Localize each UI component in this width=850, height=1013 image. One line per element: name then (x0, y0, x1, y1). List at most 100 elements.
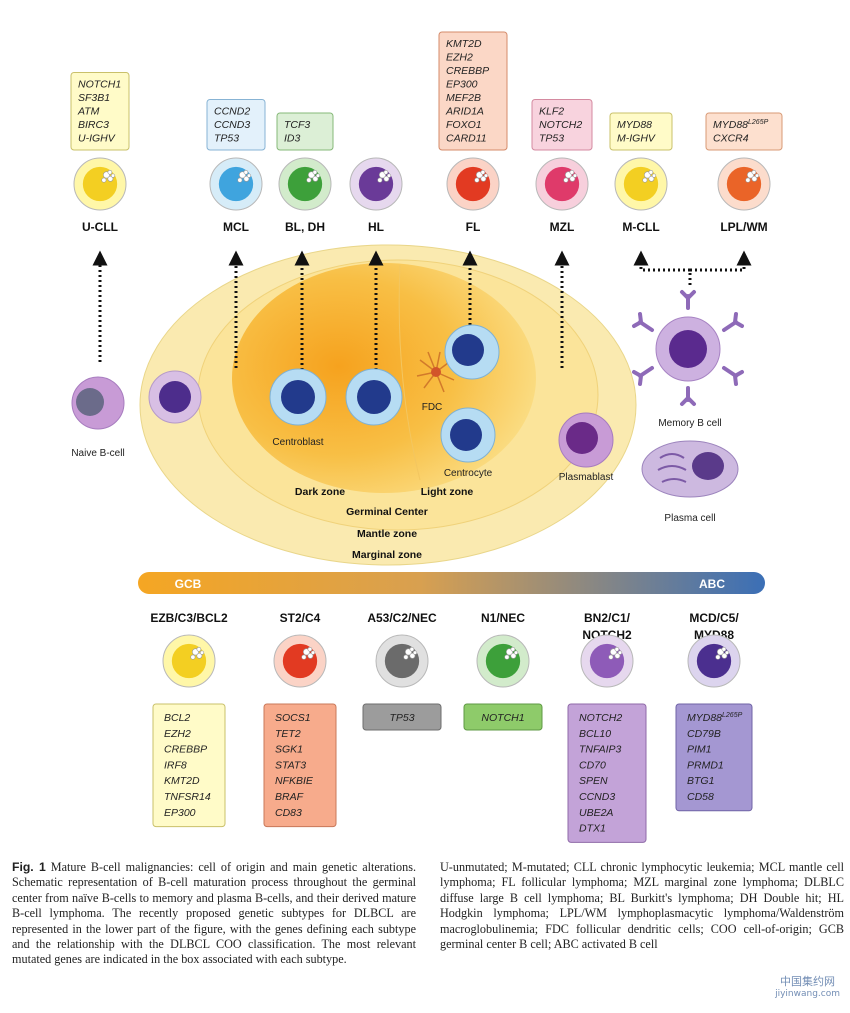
mcll-gene-box (609, 112, 673, 151)
plasma-cell: Plasma cell (641, 440, 739, 524)
mantle-zone-label: Mantle zone (357, 528, 417, 540)
bn2-cell-granule (614, 652, 621, 659)
figure-canvas: NOTCH1SF3B1ATMBIRC3U-IGHVU-CLLCCND2CCND3… (70, 31, 783, 843)
mcd-gene: PRMD1 (687, 759, 724, 771)
fl-gene: FOXO1 (446, 119, 482, 131)
st2-gene: BRAF (275, 791, 304, 803)
mcd-cell-granule (721, 652, 728, 659)
fl-cell-granule (480, 175, 487, 182)
mcd-gene: BTG1 (687, 775, 714, 787)
bn2-cell-granule (608, 654, 614, 660)
bldh-gene-box (276, 112, 334, 151)
maturation-cells: Naive B-cell Centroblast FDC (71, 290, 744, 524)
maturation-arrows (92, 250, 752, 370)
bldh-cell-granule (315, 173, 321, 178)
mzl-gene: NOTCH2 (539, 119, 582, 131)
st2-gene-box (263, 703, 337, 828)
st2-cell-granule (310, 650, 316, 655)
ucll-label: U-CLL (82, 220, 118, 234)
plasmablast-label: Plasmablast (559, 472, 614, 483)
mcl-label: MCL (223, 220, 249, 234)
bn2-gene: UBE2A (579, 807, 613, 819)
st2-gene: SOCS1 (275, 712, 311, 724)
ucll-gene: U-IGHV (78, 133, 116, 145)
bn2-gene: CD70 (579, 759, 606, 771)
ucll-gene: ATM (77, 106, 100, 118)
ucll-gene: BIRC3 (78, 119, 109, 131)
centroblast-cell: Centroblast (269, 368, 327, 448)
lplwm-label: LPL/WM (720, 220, 767, 234)
mcll-label: M-CLL (622, 220, 659, 234)
bn2-gene: SPEN (579, 775, 608, 787)
hl-cell-granule (386, 173, 392, 178)
fl-gene: CARD11 (446, 133, 487, 145)
light-zone-cell (444, 324, 500, 380)
lplwm-superscript: L265P (748, 119, 769, 126)
ezb-gene: TNFSR14 (164, 791, 211, 803)
n1-cell-granule (504, 654, 510, 660)
a53-cell-granule (409, 646, 415, 652)
fdc-cell: FDC (416, 351, 455, 413)
mzl-gene: KLF2 (539, 106, 564, 118)
naive-b-cell-label: Naive B-cell (71, 448, 124, 459)
gcb-label: GCB (175, 577, 202, 591)
mcll-cell-granule (642, 177, 648, 183)
bldh-gene: TCF3 (284, 119, 310, 131)
ezb-cell-granule (199, 650, 205, 655)
caption-right-text: U-unmutated; M-mutated; CLL chronic lymp… (440, 860, 844, 952)
ezb-gene: IRF8 (164, 759, 187, 771)
bn2-gene-box (567, 703, 647, 843)
mcd-superscript: L265P (722, 712, 743, 719)
bn2-gene: NOTCH2 (579, 712, 622, 724)
a53-cell-granule (412, 650, 418, 655)
mcll-gene: M-IGHV (617, 133, 656, 145)
mzl-cell-granule (572, 173, 578, 178)
bn2-gene: BCL10 (579, 728, 611, 740)
mcd-gene: PIM1 (687, 744, 712, 756)
bn2-gene: DTX1 (579, 823, 606, 835)
mcl-cell-granule (243, 175, 250, 182)
centrocyte-label: Centrocyte (444, 468, 493, 479)
mzl-cell-granule (569, 170, 575, 175)
st2-gene: SGK1 (275, 744, 303, 756)
naive-b-cell: Naive B-cell (71, 376, 125, 459)
n1-gene-box (463, 703, 543, 731)
lplwm-gene-box (705, 112, 783, 151)
fl-gene-box (438, 31, 508, 151)
a53-gene: TP53 (389, 712, 414, 724)
subtype-fl: KMT2DEZH2CREBBPEP300MEF2BARID1AFOXO1CARD… (438, 31, 508, 234)
lplwm-cell-granule (745, 177, 751, 183)
hl-cell-granule (383, 170, 389, 175)
mcl-gene-box (206, 99, 266, 151)
mzl-cell-granule (563, 177, 569, 183)
mcll-cell-granule (648, 175, 655, 182)
dark-zone-label: Dark zone (295, 486, 345, 498)
lplwm-cell-granule (751, 170, 757, 175)
watermark-url: jiyinwang.com (775, 989, 840, 999)
ucll-cell-granule (101, 177, 107, 183)
ezb-cell-granule (196, 652, 203, 659)
mcl-gene: CCND3 (214, 119, 250, 131)
n1-cell-granule (510, 652, 517, 659)
bn2-title: BN2/C1/ (584, 611, 631, 625)
a53-cell-granule (409, 652, 416, 659)
mcl-cell-granule (237, 177, 243, 183)
mcd-gene-box (675, 703, 753, 812)
n1-title: N1/NEC (481, 611, 525, 625)
dlbcl-subtypes: EZB/C3/BCL2BCL2EZH2CREBBPIRF8KMT2DTNFSR1… (150, 611, 753, 843)
mzl-gene-box (531, 99, 593, 151)
ezb-gene: EP300 (164, 807, 196, 819)
fl-gene: CREBBP (446, 65, 489, 77)
mcl-gene: CCND2 (214, 106, 250, 118)
arrow-memory-split-right (690, 250, 752, 272)
ezb-cell-granule (196, 646, 202, 652)
st2-title: ST2/C4 (280, 611, 321, 625)
st2-cell-granule (301, 654, 307, 660)
top-subtypes: NOTCH1SF3B1ATMBIRC3U-IGHVU-CLLCCND2CCND3… (70, 31, 783, 234)
